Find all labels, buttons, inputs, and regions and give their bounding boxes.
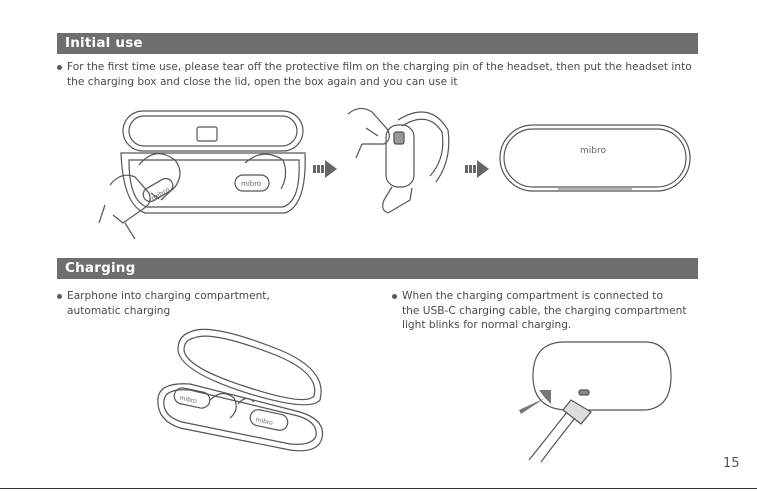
brand-logo: mibro xyxy=(179,395,198,406)
brand-logo: mibro xyxy=(580,146,606,156)
section-title: Charging xyxy=(65,260,136,276)
section-title: Initial use xyxy=(65,35,143,51)
bullet-dot xyxy=(57,294,62,299)
open-case-illustration: mibro mibro xyxy=(98,110,306,240)
earbud-film-illustration xyxy=(347,107,450,214)
arrow-right-icon xyxy=(313,160,337,178)
bullet-line: automatic charging xyxy=(67,304,171,317)
usb-c-charging-illustration xyxy=(519,341,672,463)
bullet-line: Earphone into charging compartment, xyxy=(67,290,270,302)
bullet-usb-c-charging: When the charging compartment is connect… xyxy=(392,289,687,333)
arrow-right-icon xyxy=(465,160,489,178)
bullet-dot xyxy=(392,294,397,299)
bullet-line: the charging box and close the lid, open… xyxy=(67,75,458,88)
closed-case-illustration: mibro xyxy=(499,124,691,192)
brand-logo: mibro xyxy=(150,186,172,203)
brand-logo: mibro xyxy=(241,180,261,188)
page-number: 15 xyxy=(723,456,740,471)
bullet-earphone-charging: Earphone into charging compartment, auto… xyxy=(57,289,270,318)
section-header-initial-use: Initial use xyxy=(57,33,698,54)
bullet-line: the USB-C charging cable, the charging c… xyxy=(402,304,687,317)
bullet-line: For the first time use, please tear off … xyxy=(67,61,692,73)
bullet-line: When the charging compartment is connect… xyxy=(402,290,663,302)
section-header-charging: Charging xyxy=(57,258,698,279)
bullet-line: light blinks for normal charging. xyxy=(402,319,572,331)
footer-divider xyxy=(0,488,757,489)
case-with-earbuds-illustration: mibro mibro xyxy=(157,328,324,452)
bullet-initial-use: For the first time use, please tear off … xyxy=(57,60,692,89)
bullet-dot xyxy=(57,65,62,70)
brand-logo: mibro xyxy=(255,416,274,427)
plug-arrow-icon xyxy=(519,390,551,414)
